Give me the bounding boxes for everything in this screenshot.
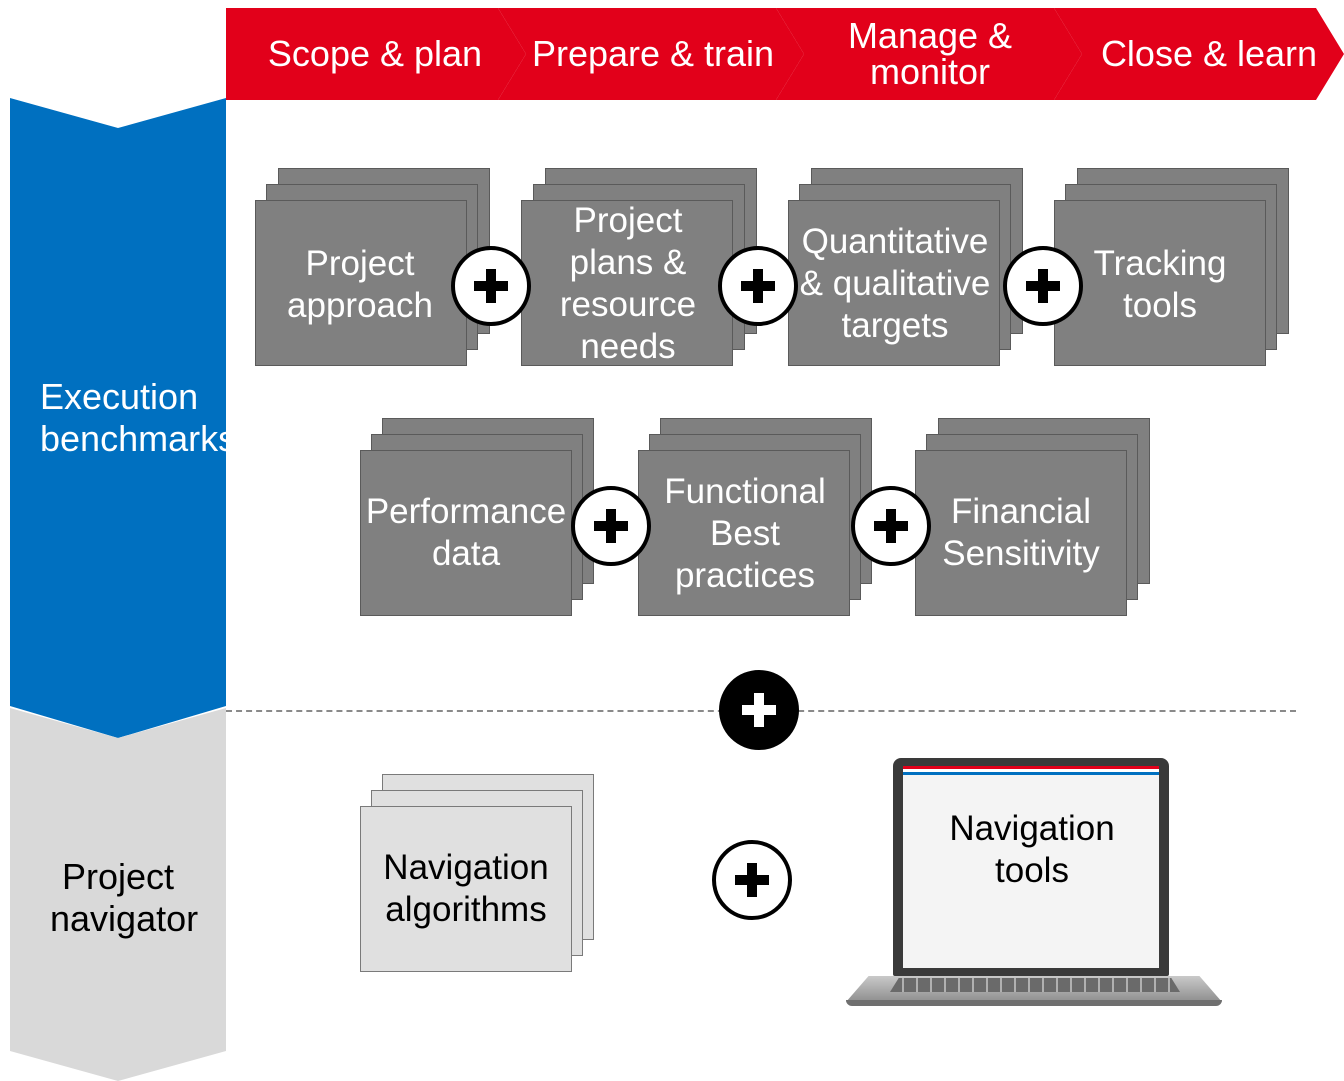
benchmark-label-plans: Project plans & resource needs bbox=[559, 201, 697, 366]
benchmark-label-tracking: Tracking tools bbox=[1093, 244, 1227, 325]
benchmark-label-targets: Quantitative & qualitative targets bbox=[799, 222, 991, 345]
phase-label-prepare: Prepare & train bbox=[531, 33, 775, 74]
plus-icon bbox=[851, 486, 931, 566]
plus-icon bbox=[1003, 246, 1083, 326]
phase-label-close: Close & learn bbox=[1100, 33, 1318, 74]
benchmark-label-functional: Functional Best practices bbox=[664, 472, 826, 595]
plus-icon bbox=[718, 246, 798, 326]
navigation-tools-label: Navigation tools bbox=[949, 809, 1115, 890]
execution-benchmarks-label: Execution benchmarks bbox=[40, 376, 237, 459]
phase-label-manage: Manage & monitor bbox=[847, 15, 1013, 92]
benchmark-label-financial: Financial Sensitivity bbox=[942, 492, 1100, 573]
plus-icon bbox=[451, 246, 531, 326]
execution-benchmarks-chevron bbox=[10, 98, 226, 738]
phase-chevron-3 bbox=[776, 8, 1082, 100]
benchmark-label-approach: Project approach bbox=[287, 244, 433, 325]
phase-chevron-4 bbox=[1054, 8, 1344, 100]
plus-icon bbox=[571, 486, 651, 566]
phase-label-scope: Scope & plan bbox=[267, 33, 483, 74]
project-navigator-label: Project navigator bbox=[50, 856, 199, 939]
plus-icon bbox=[719, 670, 799, 750]
phase-chevron-2 bbox=[498, 8, 804, 100]
plus-icon bbox=[712, 840, 792, 920]
benchmark-label-performance: Performance data bbox=[365, 492, 567, 573]
navigation-algorithms-label: Navigation algorithms bbox=[383, 848, 549, 929]
project-navigator-chevron bbox=[10, 708, 226, 1081]
phase-chevron-1 bbox=[226, 8, 526, 100]
